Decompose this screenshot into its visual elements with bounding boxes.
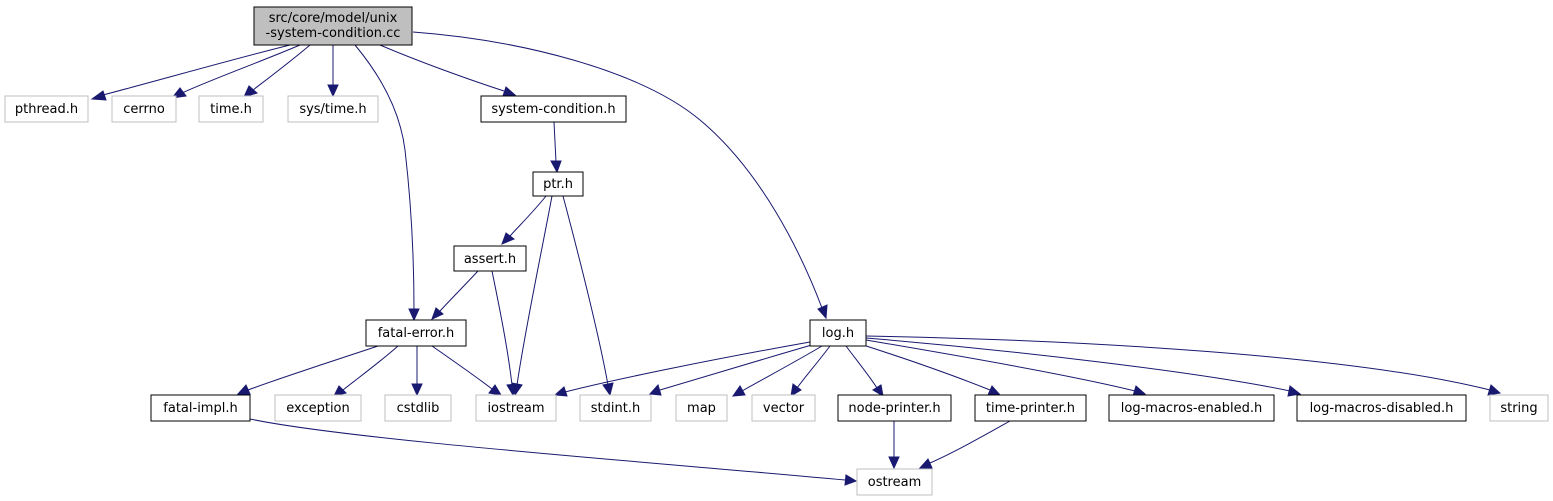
edge-root-pthread	[90, 44, 291, 101]
node-stdint-h[interactable]: stdint.h	[579, 394, 652, 422]
edge-logh-map	[731, 345, 823, 397]
edge-logh-logmacrosdisabled	[865, 337, 1302, 397]
node-cstdlib[interactable]: cstdlib	[384, 394, 452, 422]
node-cerrno[interactable]: cerrno	[111, 95, 177, 123]
edge-logh-nodeprinter	[845, 345, 884, 397]
svg-text:iostream: iostream	[487, 401, 544, 416]
edge-fatalerror-exception	[333, 345, 399, 397]
edges	[90, 31, 1502, 486]
node-time-printer-h[interactable]: time-printer.h	[974, 394, 1087, 422]
node-fatal-impl-h[interactable]: fatal-impl.h	[150, 394, 251, 422]
svg-text:cerrno: cerrno	[123, 102, 165, 117]
node-fatal-error-h[interactable]: fatal-error.h	[365, 319, 467, 347]
node-sys-time-h[interactable]: sys/time.h	[287, 95, 379, 123]
edge-ptr-iostream	[511, 195, 553, 397]
edge-fatalerror-iostream	[431, 345, 502, 396]
edge-fatalerror-cstdlib	[411, 346, 423, 397]
svg-text:log-macros-enabled.h: log-macros-enabled.h	[1121, 401, 1262, 416]
svg-text:log.h: log.h	[822, 326, 854, 341]
edge-fatalimpl-ostream	[249, 418, 858, 486]
svg-text:pthread.h: pthread.h	[15, 102, 78, 117]
node-log-macros-disabled-h[interactable]: log-macros-disabled.h	[1296, 394, 1467, 422]
edge-logh-stdint	[648, 343, 816, 396]
edge-timeprinter-ostream	[918, 420, 1011, 469]
node-vector[interactable]: vector	[751, 394, 816, 422]
svg-text:ostream: ostream	[868, 475, 922, 490]
node-root-label-line1: src/core/model/unix	[269, 11, 398, 26]
edge-ptr-stdint	[562, 195, 614, 397]
edge-logh-logmacrosenabled	[865, 339, 1147, 397]
svg-text:vector: vector	[763, 401, 805, 416]
edge-ptr-assert	[501, 195, 547, 245]
svg-text:cstdlib: cstdlib	[397, 401, 440, 416]
svg-text:time-printer.h: time-printer.h	[986, 401, 1075, 416]
svg-text:exception: exception	[286, 401, 350, 416]
node-map[interactable]: map	[675, 394, 728, 422]
svg-text:fatal-error.h: fatal-error.h	[378, 326, 455, 341]
edge-assert-iostream	[491, 270, 518, 397]
edge-logh-vector	[790, 345, 831, 397]
edge-logh-iostream	[553, 341, 811, 397]
node-log-macros-enabled-h[interactable]: log-macros-enabled.h	[1108, 394, 1275, 422]
edge-fatalerror-fatalimpl	[236, 345, 379, 395]
node-ptr-h[interactable]: ptr.h	[532, 171, 584, 197]
svg-text:node-printer.h: node-printer.h	[848, 401, 940, 416]
edge-root-fatalerror	[354, 44, 420, 322]
node-string[interactable]: string	[1489, 394, 1549, 422]
svg-text:system-condition.h: system-condition.h	[491, 102, 615, 117]
svg-text:string: string	[1500, 401, 1537, 416]
node-node-printer-h[interactable]: node-printer.h	[837, 394, 952, 422]
node-pthread-h[interactable]: pthread.h	[4, 95, 89, 123]
edge-root-logh	[412, 31, 828, 320]
edge-assert-fatalerror	[431, 270, 479, 320]
edge-logh-timeprinter	[859, 343, 1002, 396]
node-ostream[interactable]: ostream	[856, 468, 933, 496]
svg-text:fatal-impl.h: fatal-impl.h	[163, 401, 237, 416]
svg-text:ptr.h: ptr.h	[543, 177, 573, 192]
svg-text:sys/time.h: sys/time.h	[299, 102, 366, 117]
edge-root-systime	[327, 45, 339, 98]
node-log-h[interactable]: log.h	[809, 319, 867, 347]
svg-text:log-macros-disabled.h: log-macros-disabled.h	[1310, 401, 1454, 416]
edge-logh-string	[865, 335, 1502, 396]
svg-text:time.h: time.h	[210, 102, 252, 117]
nodes: src/core/model/unix -system-condition.cc…	[4, 6, 1549, 496]
edge-root-time	[243, 44, 311, 98]
svg-text:assert.h: assert.h	[464, 252, 516, 267]
node-root-file[interactable]: src/core/model/unix -system-condition.cc	[253, 6, 413, 46]
node-root-label-line2: -system-condition.cc	[266, 26, 401, 41]
svg-text:stdint.h: stdint.h	[591, 401, 640, 416]
node-iostream[interactable]: iostream	[475, 394, 557, 422]
node-time-h[interactable]: time.h	[198, 95, 264, 123]
edge-syscond-ptr	[550, 121, 562, 174]
node-exception[interactable]: exception	[274, 394, 362, 422]
edge-nodeprinter-ostream	[888, 421, 900, 470]
edge-root-syscond	[379, 44, 517, 97]
node-assert-h[interactable]: assert.h	[453, 245, 527, 272]
svg-text:map: map	[687, 401, 716, 416]
node-system-condition-h[interactable]: system-condition.h	[480, 95, 627, 123]
